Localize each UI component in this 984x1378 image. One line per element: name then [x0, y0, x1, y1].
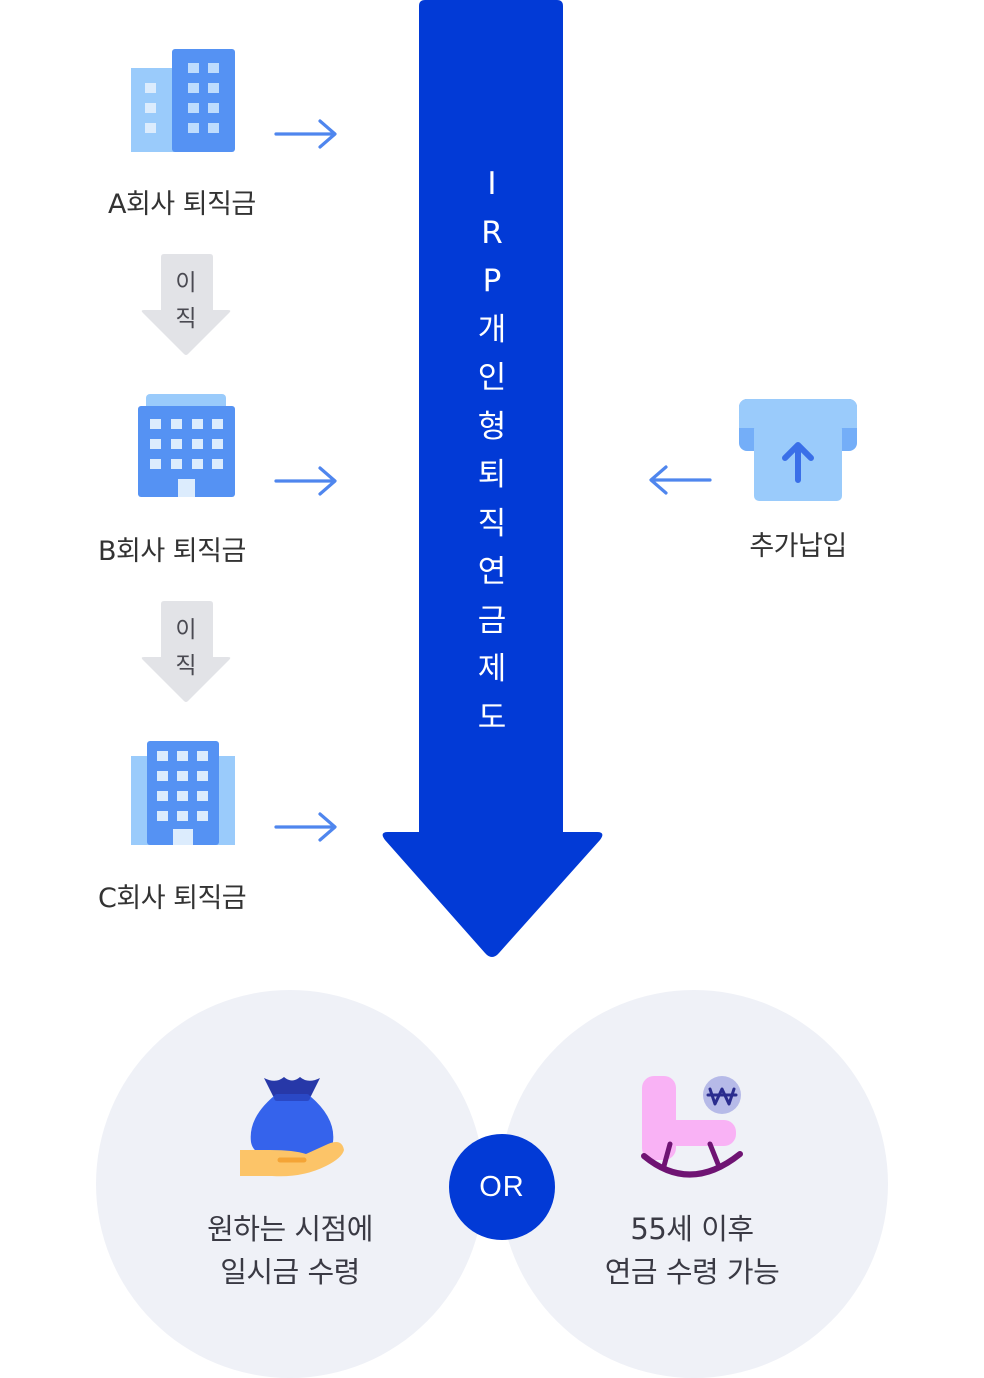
company-b-label: B회사 퇴직금	[98, 536, 246, 567]
company-c-label: C회사 퇴직금	[98, 883, 247, 914]
job-change-down-arrow	[141, 601, 231, 702]
irp-title: I R P 개 인 형 퇴 직 연 금 제 도	[477, 166, 507, 736]
office-buildings-icon	[131, 49, 235, 152]
extra-contribution-label: 추가납입	[749, 531, 847, 562]
right-arrow-icon	[274, 466, 337, 496]
or-badge: OR	[449, 1134, 555, 1240]
left-arrow-icon	[649, 465, 712, 495]
office-building-icon	[138, 394, 235, 497]
atm-deposit-icon	[739, 399, 857, 501]
right-arrow-icon	[274, 119, 337, 149]
money-bag-hand-icon	[240, 1077, 344, 1177]
pension-option	[500, 990, 888, 1378]
rocking-chair-won-icon	[641, 1076, 743, 1178]
lump-sum-text: 원하는 시점에 일시금 수령	[207, 1212, 373, 1289]
lump-sum-option	[96, 990, 484, 1378]
pension-text: 55세 이후 연금 수령 가능	[604, 1212, 780, 1289]
company-a-label: A회사 퇴직금	[108, 189, 256, 220]
right-arrow-icon	[274, 812, 337, 842]
office-buildings-icon	[131, 741, 235, 845]
job-change-down-arrow	[141, 254, 231, 355]
